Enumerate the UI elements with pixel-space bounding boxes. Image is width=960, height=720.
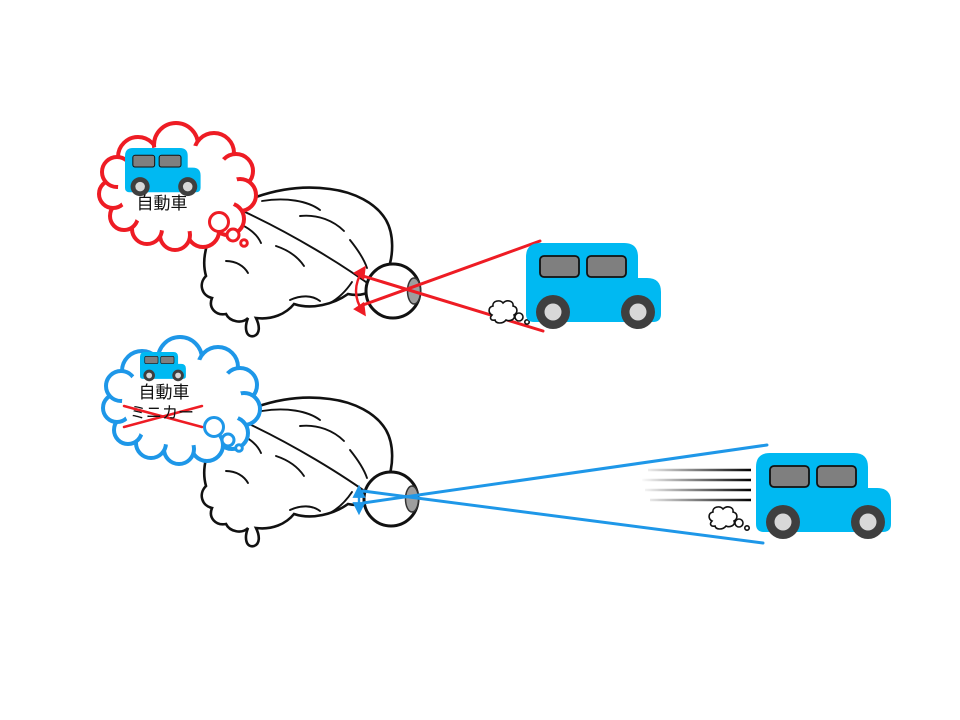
sight-line-lower <box>361 274 545 333</box>
car-icon <box>755 452 892 540</box>
exhaust-puff-icon <box>488 300 531 326</box>
exhaust-puff-icon <box>708 506 751 532</box>
thought-label-top: 自動車 <box>136 194 188 214</box>
rotation-vergence-arrow-icon <box>353 265 366 317</box>
sight-lines <box>361 443 769 545</box>
strikethrough-x-icon <box>122 404 204 429</box>
sight-line-lower <box>361 489 765 545</box>
top-scenario <box>97 121 662 338</box>
sight-line-upper <box>361 443 769 505</box>
thought-label-bottom: 自動車 <box>138 383 190 403</box>
sight-lines <box>361 239 545 333</box>
speed-lines-icon <box>642 468 751 502</box>
car-icon <box>525 242 662 330</box>
sight-line-upper <box>361 239 542 307</box>
bottom-scenario <box>101 335 892 548</box>
rejected-label-bottom: ミニカー <box>129 403 194 422</box>
